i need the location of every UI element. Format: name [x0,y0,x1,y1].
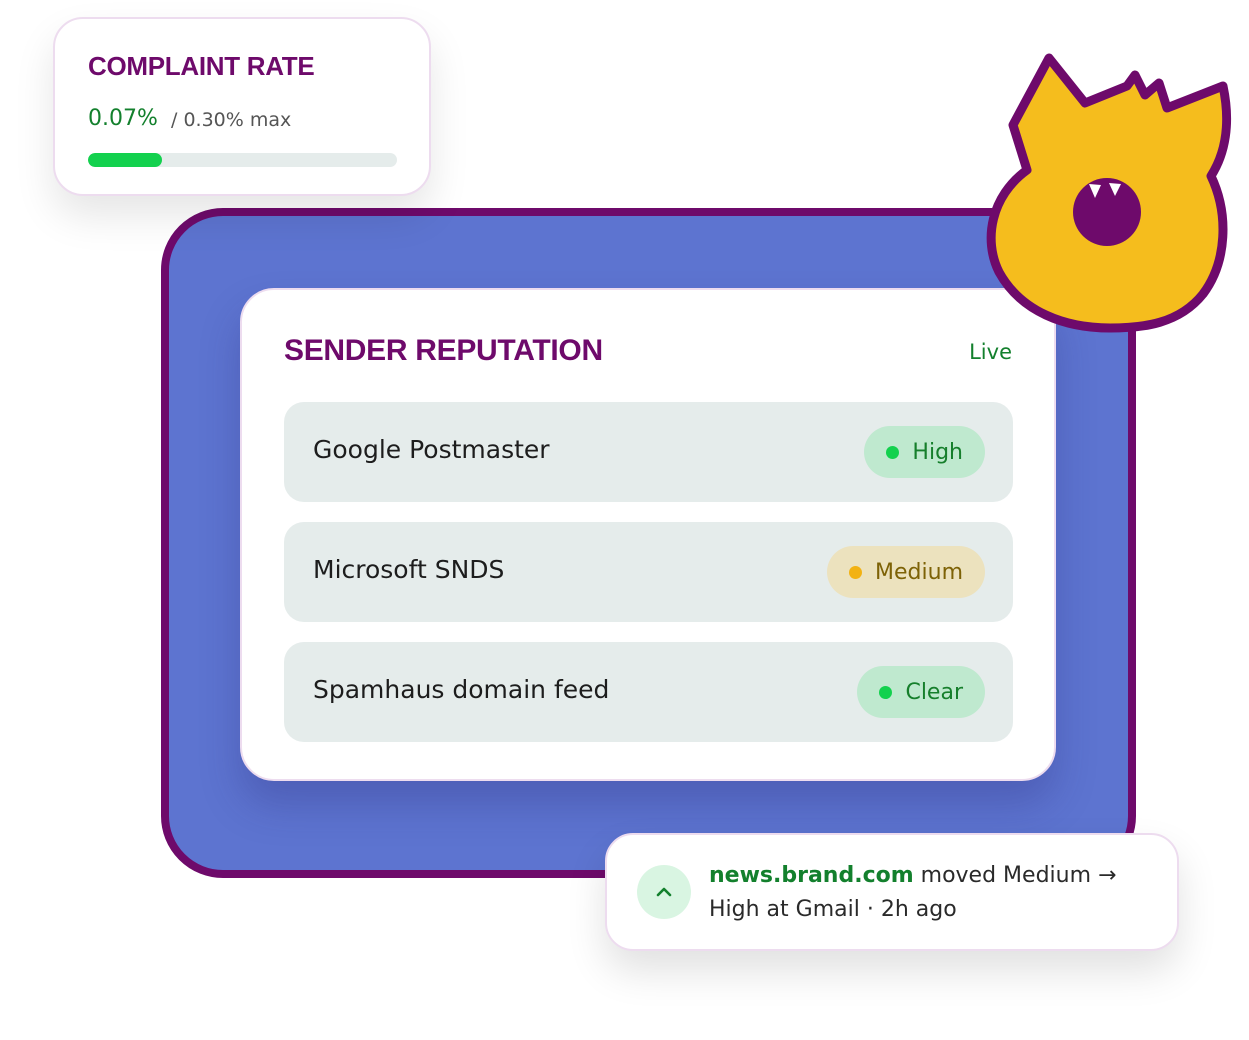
status-dot-icon [849,565,863,579]
status-badge: Medium [827,546,985,598]
reputation-change-notification[interactable]: news.brand.com moved Medium → High at Gm… [605,833,1179,951]
reputation-source-name: Microsoft SNDS [313,555,505,584]
reputation-source-name: Spamhaus domain feed [313,675,610,704]
status-dot-icon [886,445,900,459]
reputation-row-microsoft-snds[interactable]: Microsoft SNDS Medium [284,522,1013,622]
status-dot-icon [879,685,893,699]
notification-text: news.brand.com moved Medium → High at Gm… [709,859,1159,927]
status-badge: Clear [857,666,985,718]
complaint-rate-progress [88,153,397,167]
reputation-row-google-postmaster[interactable]: Google Postmaster High [284,402,1013,502]
notification-message: moved Medium → High at Gmail · 2h ago [709,863,1117,922]
sender-reputation-card: SENDER REPUTATION Live Google Postmaster… [240,288,1056,781]
reputation-row-spamhaus[interactable]: Spamhaus domain feed Clear [284,642,1013,742]
status-label: Clear [905,679,963,705]
status-label: Medium [875,559,963,585]
complaint-rate-max: / 0.30% max [171,109,292,131]
complaint-rate-progress-fill [88,153,163,167]
notification-domain: news.brand.com [709,863,914,888]
sender-reputation-title: SENDER REPUTATION [284,334,603,367]
complaint-rate-value: 0.07% [88,106,158,131]
live-indicator: Live [969,340,1012,364]
status-badge: High [864,426,985,478]
complaint-rate-title: COMPLAINT RATE [88,51,315,81]
chevron-up-icon [637,865,691,919]
status-label: High [912,439,963,465]
reputation-source-name: Google Postmaster [313,435,550,464]
monster-mascot-icon [985,50,1235,335]
complaint-rate-card: COMPLAINT RATE 0.07% / 0.30% max [53,17,431,196]
